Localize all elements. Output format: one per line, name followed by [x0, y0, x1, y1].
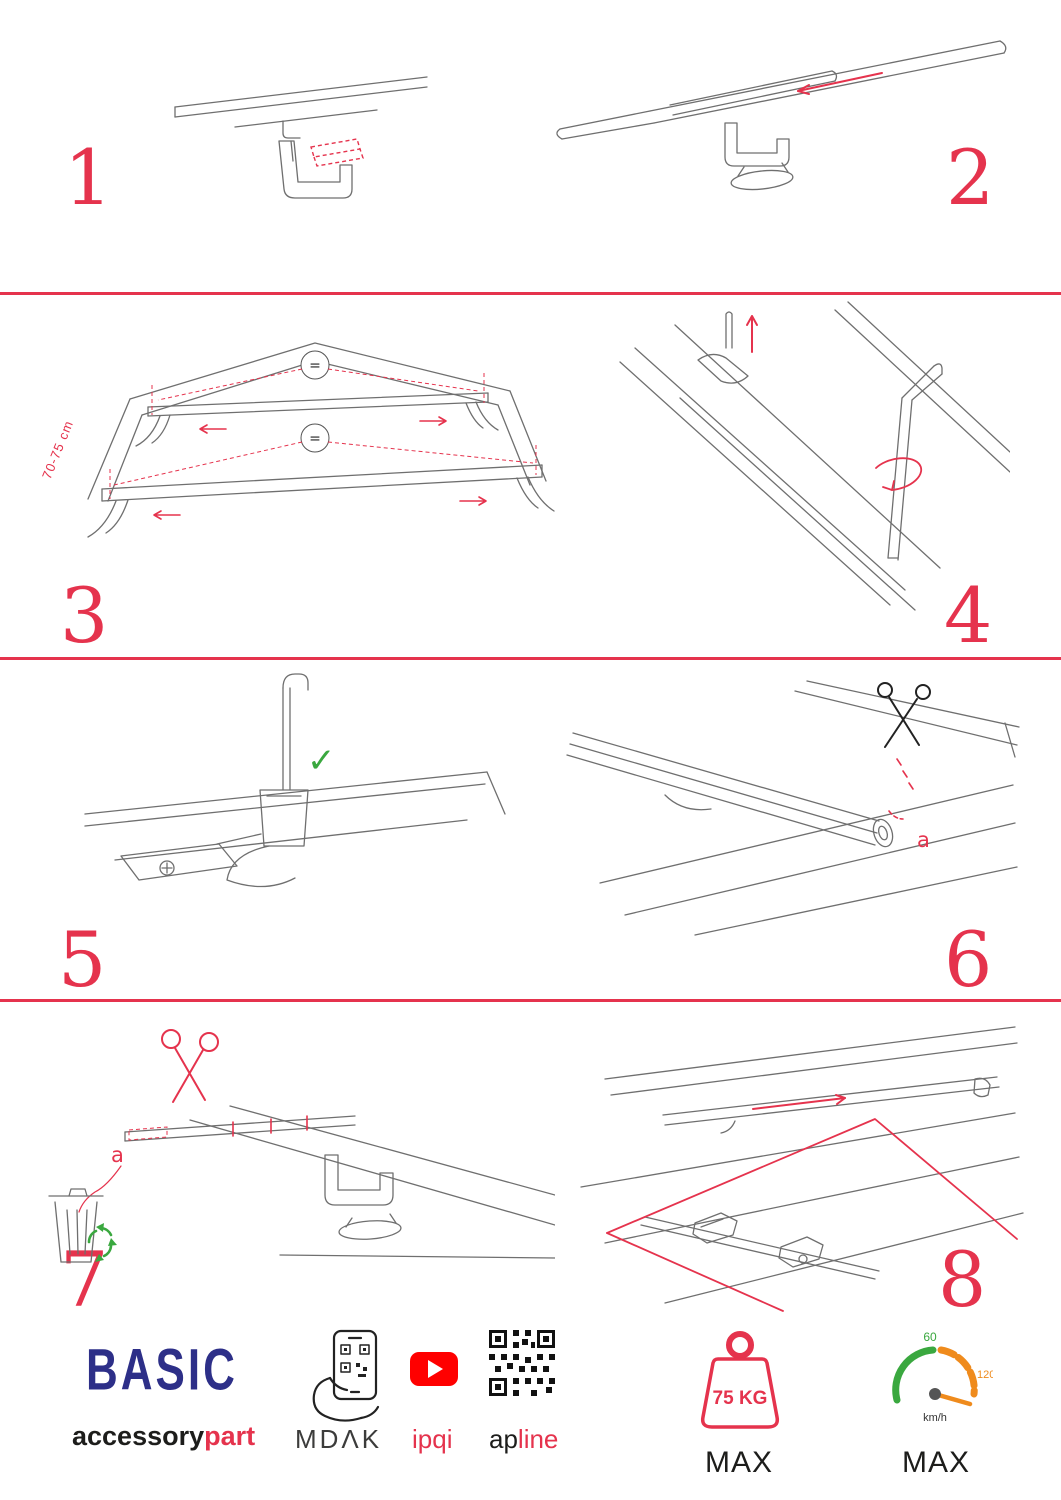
speed-120-label: 120 [977, 1369, 993, 1381]
strip-outline [606, 1118, 1018, 1312]
youtube-icon [410, 1352, 458, 1386]
svg-text:=: = [309, 431, 321, 447]
step-3-panel: = = 70-75 cm [30, 303, 555, 578]
brand-ipqi: ipqi [412, 1424, 453, 1454]
brand-sub-left: accessory [72, 1421, 205, 1451]
brand-logo-accessorypart: accessorypart [72, 1421, 255, 1452]
phone-qr-scan-icon [312, 1329, 380, 1422]
qr-code-icon [489, 1330, 555, 1396]
rotate-arrow [875, 457, 923, 491]
strip-highlight [752, 1094, 846, 1110]
step-2-number: 2 [946, 133, 995, 222]
lift-arrow [746, 315, 758, 353]
scissors-icon [161, 1029, 219, 1103]
step-6-illustration: a [566, 680, 1020, 936]
trash-icon [48, 1188, 104, 1263]
clamp-drawing [697, 311, 749, 384]
adjust-arrows [153, 416, 487, 520]
weight-max-label: MAX [705, 1446, 774, 1479]
cut-marks [888, 758, 914, 820]
step-5-number: 5 [58, 915, 107, 1004]
brand-mdak: MDΛK [295, 1424, 383, 1454]
insert-plate-highlight [310, 138, 364, 167]
apline-right: line [517, 1424, 559, 1454]
weight-value: 75 KG [713, 1388, 768, 1409]
measurement-leaders [109, 368, 537, 499]
brand-logo-basic: BASIC [86, 1338, 238, 1403]
svg-text:=: = [309, 358, 321, 374]
step-1-illustration [174, 76, 428, 199]
speed-unit-label: km/h [923, 1412, 947, 1424]
step-5-illustration: ✓ [84, 673, 506, 888]
step-1-number: 1 [64, 133, 113, 222]
gauge-needle [932, 1391, 973, 1407]
equals-badge: = [300, 350, 330, 380]
cut-marks [232, 1115, 308, 1137]
step-3-number: 3 [60, 571, 109, 660]
step-7-illustration: a [48, 1029, 555, 1263]
brand-sub-right: part [204, 1421, 256, 1451]
brand-apline: apline [489, 1424, 558, 1455]
step-3-illustration: = = [87, 342, 555, 538]
recycle-icon [87, 1223, 117, 1262]
step-7-number: 7 [60, 1235, 109, 1324]
speed-gauge-icon: 60 120 km/h [892, 1330, 993, 1424]
section-divider-3 [0, 999, 1061, 1002]
cut-piece-label: a [111, 1143, 124, 1167]
equals-badge: = [300, 423, 330, 453]
step-4-number: 4 [944, 571, 993, 660]
speed-max-label: MAX [902, 1446, 971, 1479]
step-2-illustration [556, 40, 1007, 191]
section-divider-2 [0, 657, 1061, 660]
scissors-icon [877, 682, 931, 748]
step-8-illustration [580, 1026, 1024, 1312]
strip-end-label: a [917, 828, 930, 852]
discard-leader-line [78, 1165, 122, 1213]
check-icon: ✓ [307, 741, 336, 781]
section-divider-1 [0, 292, 1061, 295]
step-8-number: 8 [938, 1235, 987, 1324]
apline-left: ap [489, 1424, 518, 1454]
play-icon [428, 1360, 443, 1378]
slide-arrow [797, 72, 883, 95]
step-4-illustration [619, 301, 1010, 611]
speed-60-label: 60 [923, 1330, 937, 1344]
step-6-number: 6 [944, 915, 993, 1004]
allen-key-icon [887, 363, 943, 561]
weight-limit-icon: 75 KG [700, 1331, 780, 1429]
